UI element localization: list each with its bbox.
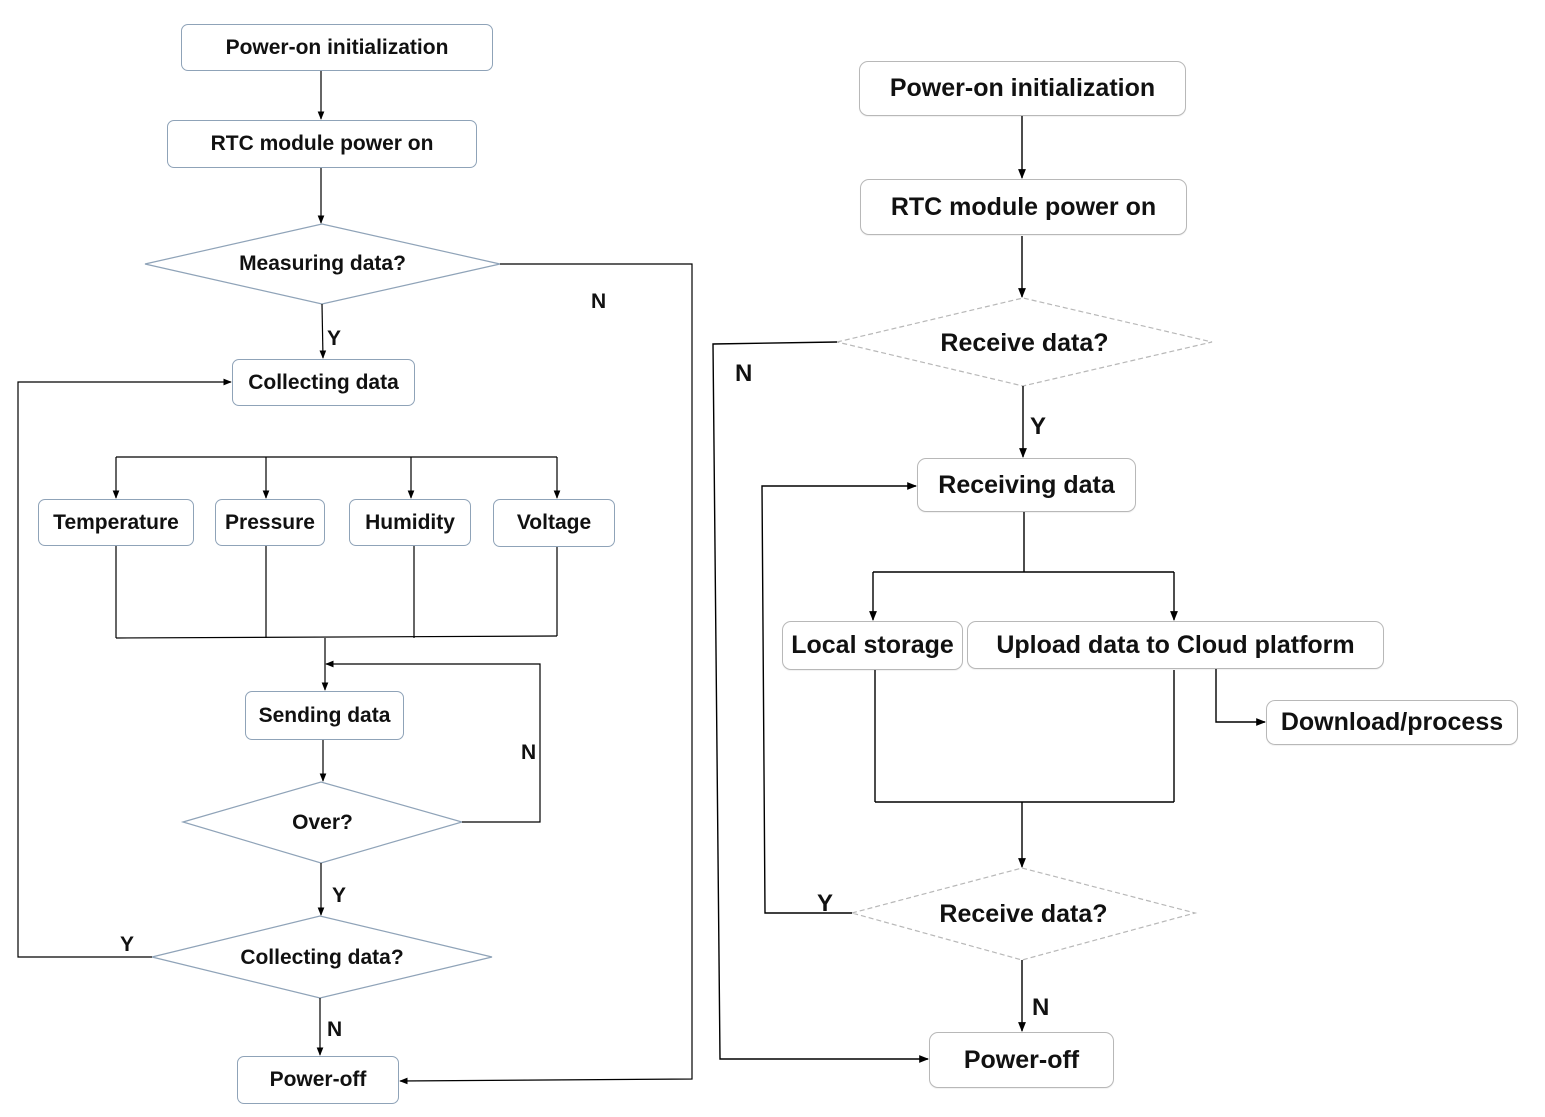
line-receive2-yes-loop [761,482,917,914]
right-receive-yes-label: Y [1030,413,1047,440]
left-rtc-box: RTC module power on [167,120,477,168]
right-receive2-question: Receive data? [939,899,1108,928]
right-download-box: Download/process [1266,700,1518,745]
left-measuring-question: Measuring data? [239,252,406,275]
left-collecting-question: Collecting data? [240,946,404,969]
line-receive-no-to-poweroff [712,341,929,1063]
line-measuring-no-to-poweroff [399,263,693,1085]
receive-decision-diamond [836,297,1213,387]
collecting-decision-diamond [151,915,493,999]
right-receiving-box: Receiving data [917,458,1136,512]
right-upload-box: Upload data to Cloud platform [967,621,1384,669]
left-over-yes-label: Y [332,884,347,907]
right-receive-question: Receive data? [940,328,1109,357]
right-receive2-yes-label: Y [817,890,834,917]
right-start-box: Power-on initialization [859,61,1186,116]
left-collecting-no-label: N [327,1018,343,1041]
left-power-off-box: Power-off [237,1056,399,1104]
left-over-no-label: N [521,741,537,764]
sensor-bus-bottom [115,635,558,639]
line-collect-yes-loop [17,378,232,958]
line-over-no-loop [325,660,541,823]
left-collecting-yes-label: Y [120,933,135,956]
left-measuring-no-label: N [591,290,607,313]
right-receive2-no-label: N [1032,994,1050,1021]
right-rtc-box: RTC module power on [860,179,1187,235]
left-measuring-yes-label: Y [327,327,342,350]
arrow-upload-to-download [1215,668,1266,726]
sensor-humidity-box: Humidity [349,499,471,546]
sensor-pressure-box: Pressure [215,499,325,546]
receive2-decision-diamond [849,867,1198,961]
sensor-temperature-box: Temperature [38,499,194,546]
left-sending-box: Sending data [245,691,404,740]
left-start-box: Power-on initialization [181,24,493,71]
right-power-off-box: Power-off [929,1032,1114,1088]
right-receive-no-label: N [735,360,753,387]
left-over-question: Over? [292,811,353,834]
sensor-voltage-box: Voltage [493,499,615,547]
arrow-measuring-yes-to-collecting [319,303,327,359]
right-local-storage-box: Local storage [782,621,963,670]
left-collecting-box: Collecting data [232,359,415,406]
